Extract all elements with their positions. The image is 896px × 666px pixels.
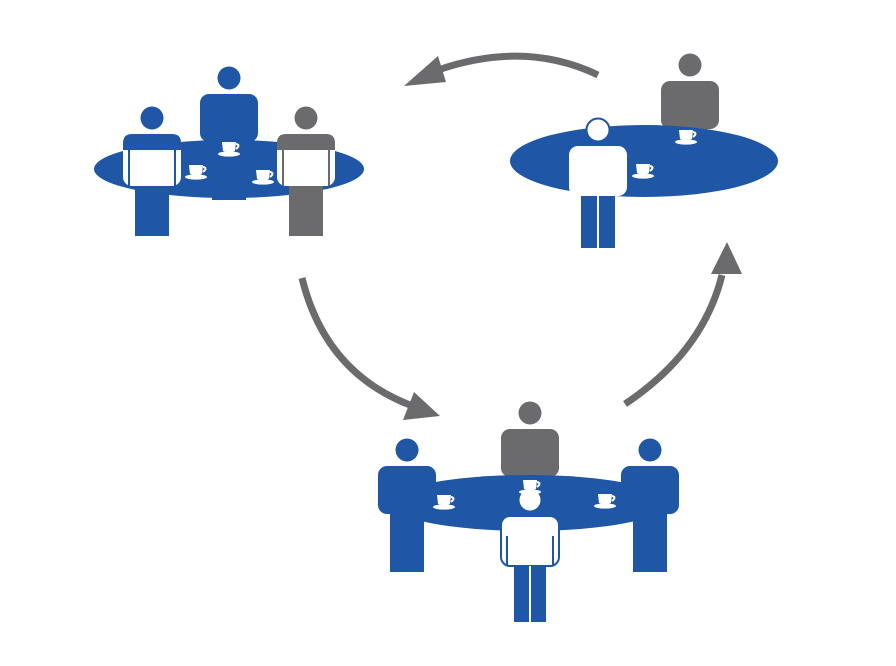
curved-arrow-icon bbox=[298, 277, 440, 420]
person-icon bbox=[500, 487, 560, 622]
curved-arrow-icon bbox=[404, 52, 600, 86]
table-group-left bbox=[94, 66, 364, 236]
person-icon bbox=[123, 106, 181, 236]
person-icon bbox=[277, 106, 335, 236]
table-group-right bbox=[510, 53, 778, 248]
person-icon bbox=[569, 117, 627, 248]
person-icon bbox=[621, 438, 679, 572]
curved-arrow-icon bbox=[623, 242, 742, 407]
person-icon bbox=[378, 438, 436, 572]
round-table-icon bbox=[510, 125, 778, 197]
table-group-bottom bbox=[378, 401, 679, 622]
